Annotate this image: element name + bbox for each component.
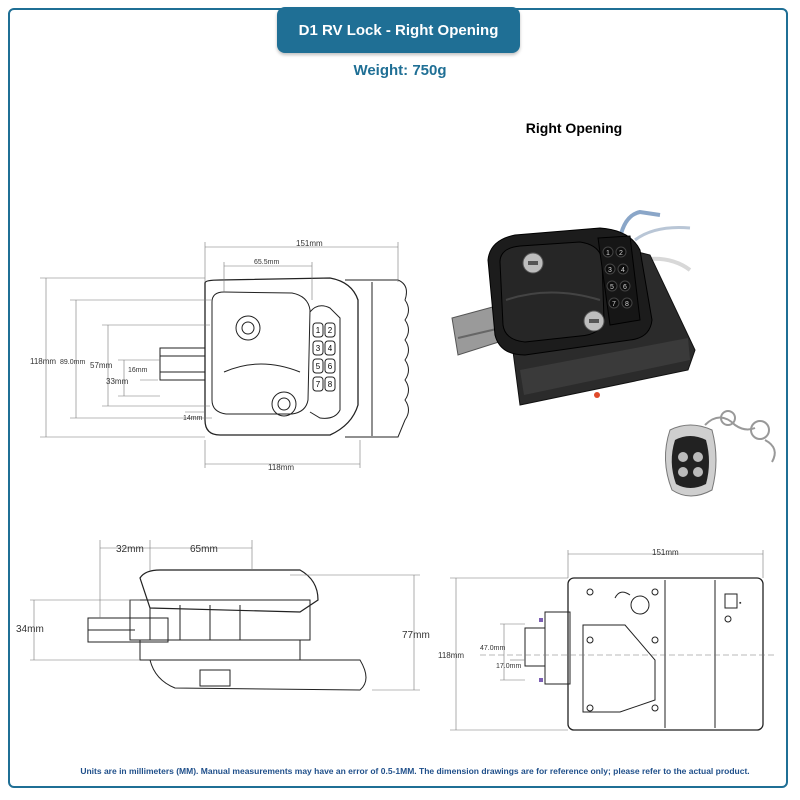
- front-keypad-key-label: 3: [316, 344, 321, 353]
- dim-front-width-bottom: 118mm: [268, 463, 294, 472]
- front-keypad-key-label: 2: [328, 326, 333, 335]
- dim-back-width-total: 151mm: [652, 548, 679, 557]
- photo-keypad-key: 4: [617, 263, 629, 275]
- back-label-text: ▪: [739, 600, 742, 607]
- dim-front-width-inner: 65.5mm: [254, 259, 279, 266]
- dim-front-width-total: 151mm: [296, 239, 323, 248]
- remote-fob: [665, 410, 776, 497]
- front-keypad-key-label: 5: [316, 362, 321, 371]
- dim-side-w32: 32mm: [116, 544, 144, 555]
- front-keypad-key: 3: [312, 340, 324, 356]
- dim-back-d47: 47.0mm: [480, 645, 505, 652]
- dim-front-width-14: 14mm: [183, 415, 203, 422]
- front-keypad-key-label: 8: [328, 380, 333, 389]
- dim-back-d17: 17.0mm: [496, 663, 521, 670]
- front-keypad-key: 6: [324, 358, 336, 374]
- dim-side-h34: 34mm: [16, 624, 44, 635]
- photo-keypad-key-label: 6: [623, 284, 627, 291]
- front-keypad-key: 1: [312, 322, 324, 338]
- dim-back-height-total: 118mm: [438, 651, 464, 660]
- photo-keypad-key: 8: [621, 297, 633, 309]
- dim-front-height-57: 57mm: [90, 361, 113, 370]
- front-keypad-key-label: 4: [328, 344, 333, 353]
- remote-button: [693, 452, 703, 462]
- photo-keypad-key: 5: [606, 280, 618, 292]
- front-keypad-key: 2: [324, 322, 336, 338]
- cable-gray: [634, 226, 691, 242]
- dim-side-w65: 65mm: [190, 544, 218, 555]
- front-keypad-key-label: 1: [316, 326, 321, 335]
- dim-front-width-16: 16mm: [128, 367, 148, 374]
- remote-button: [693, 467, 703, 477]
- photo-keypad-key-label: 3: [608, 267, 612, 274]
- photo-view-label: Right Opening: [525, 120, 623, 136]
- front-keypad-key-label: 6: [328, 362, 333, 371]
- photo-keypad-key-label: 2: [619, 250, 623, 257]
- photo-keypad-key-label: 1: [606, 250, 610, 257]
- dim-front-height-33: 33mm: [106, 377, 129, 386]
- front-keypad-key: 7: [312, 376, 324, 392]
- photo-keypad-key-label: 8: [625, 301, 629, 308]
- photo-keypad-key: 6: [619, 280, 631, 292]
- photo-keypad-key-label: 5: [610, 284, 614, 291]
- front-keypad-key: 8: [324, 376, 336, 392]
- photo-keypad-key-label: 4: [621, 267, 625, 274]
- remote-button: [678, 467, 688, 477]
- footnote: Units are in millimeters (MM). Manual me…: [80, 766, 750, 776]
- photo-keypad-key: 2: [615, 246, 627, 258]
- front-keypad-key-label: 7: [316, 380, 321, 389]
- front-keypad-key: 5: [312, 358, 324, 374]
- weight-label: Weight: 750g: [353, 62, 447, 79]
- front-keypad-key: 4: [324, 340, 336, 356]
- dim-front-height-total: 118mm: [30, 357, 56, 366]
- photo-keypad-key: 1: [602, 246, 614, 258]
- dim-front-height-inner: 89.0mm: [60, 359, 85, 366]
- remote-button: [678, 452, 688, 462]
- photo-keypad-key: 7: [608, 297, 620, 309]
- dim-side-h77: 77mm: [402, 630, 430, 641]
- page-title: D1 RV Lock - Right Opening: [277, 7, 520, 53]
- photo-keypad-key: 3: [604, 263, 616, 275]
- photo-keypad-key-label: 7: [612, 301, 616, 308]
